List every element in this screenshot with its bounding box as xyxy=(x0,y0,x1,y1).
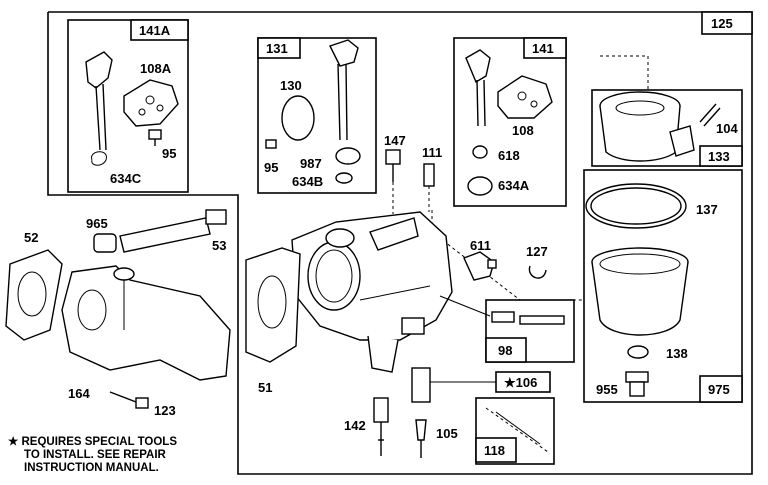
o-ring-part xyxy=(585,183,687,229)
leader-line xyxy=(600,55,649,92)
bowl-screw-part xyxy=(625,371,649,397)
footnote-line-1: ★ REQUIRES SPECIAL TOOLS xyxy=(8,435,177,448)
spring-part xyxy=(423,163,435,212)
callout-123[interactable]: 123 xyxy=(154,403,176,418)
callout-955[interactable]: 955 xyxy=(596,382,618,397)
callout-138[interactable]: 138 xyxy=(666,346,688,361)
callout-108[interactable]: 108 xyxy=(512,123,534,138)
footnote-line-3: INSTRUCTION MANUAL. xyxy=(24,462,159,474)
seal-part xyxy=(467,176,493,196)
throttle-plate-part xyxy=(497,75,553,119)
callout-box-118 xyxy=(475,437,517,463)
clip-part xyxy=(528,265,547,279)
throttle-shaft-part xyxy=(465,49,491,127)
callout-box-133 xyxy=(699,145,743,167)
screw-part xyxy=(265,139,277,149)
float-clamp-part xyxy=(599,91,695,162)
kit-box-141 xyxy=(453,37,567,207)
kit-box-118 xyxy=(475,397,555,465)
callout-141A[interactable]: 141A xyxy=(139,23,171,38)
callout-131[interactable]: 131 xyxy=(266,41,288,56)
callout-52[interactable]: 52 xyxy=(24,230,38,245)
throttle-plate-part xyxy=(123,79,179,127)
callout-95-b[interactable]: 95 xyxy=(264,160,278,175)
leader-line xyxy=(431,210,584,301)
throttle-shaft-part xyxy=(85,51,113,166)
screw-part xyxy=(148,129,162,146)
callout-98[interactable]: 98 xyxy=(498,343,512,358)
choke-plate-part xyxy=(281,95,315,141)
bushing-part xyxy=(335,172,353,184)
main-jet-part xyxy=(411,367,431,458)
callout-147[interactable]: 147 xyxy=(384,133,406,148)
callout-box-141 xyxy=(523,37,567,59)
callout-108A[interactable]: 108A xyxy=(140,61,172,76)
idle-screw-part xyxy=(385,149,401,214)
idle-jet-part xyxy=(491,311,565,325)
callout-634C[interactable]: 634C xyxy=(110,171,142,186)
callout-611[interactable]: 611 xyxy=(470,238,491,253)
callout-104[interactable]: 104 xyxy=(716,121,738,136)
nozzle-part xyxy=(373,397,389,456)
callout-box-125 xyxy=(701,11,753,35)
callout-965[interactable]: 965 xyxy=(86,216,108,231)
fitting-part xyxy=(463,251,497,281)
kit-box-131 xyxy=(257,37,377,194)
callout-618[interactable]: 618 xyxy=(498,148,520,163)
callout-164[interactable]: 164 xyxy=(68,386,90,401)
kit-box-98 xyxy=(485,299,575,363)
callout-127[interactable]: 127 xyxy=(526,244,548,259)
callout-106[interactable]: ★106 xyxy=(504,375,537,390)
manifold-gasket-part xyxy=(5,249,63,341)
callout-box-131 xyxy=(257,37,301,59)
intake-manifold-part xyxy=(61,265,231,381)
kit-box-141A xyxy=(67,19,189,193)
choke-shaft-part xyxy=(329,39,359,141)
callout-box-141A xyxy=(130,19,189,41)
kit-box-975 xyxy=(583,169,743,403)
callout-box-98 xyxy=(485,337,527,363)
kit-box-133 xyxy=(591,89,743,167)
callout-118[interactable]: 118 xyxy=(484,443,505,458)
washer-part xyxy=(627,345,649,359)
callout-53[interactable]: 53 xyxy=(212,238,226,253)
needle-part xyxy=(485,407,549,453)
callout-51[interactable]: 51 xyxy=(258,380,272,395)
callout-141[interactable]: 141 xyxy=(532,41,554,56)
spring-part xyxy=(472,145,488,159)
bolt-part xyxy=(109,391,149,409)
callout-125[interactable]: 125 xyxy=(711,16,733,31)
callout-111[interactable]: 111 xyxy=(422,145,442,160)
seal-part xyxy=(335,147,361,165)
carburetor-body-part xyxy=(291,211,491,373)
callout-975[interactable]: 975 xyxy=(708,382,730,397)
callout-130[interactable]: 130 xyxy=(280,78,302,93)
gasket-part xyxy=(245,247,301,363)
fuel-tube-part xyxy=(93,209,227,253)
callout-634B[interactable]: 634B xyxy=(292,174,323,189)
callout-105[interactable]: 105 xyxy=(436,426,458,441)
callout-95-a[interactable]: 95 xyxy=(162,146,176,161)
callout-137[interactable]: 137 xyxy=(696,202,718,217)
float-bowl-part xyxy=(591,247,689,336)
callout-634A[interactable]: 634A xyxy=(498,178,530,193)
callout-987[interactable]: 987 xyxy=(300,156,322,171)
callout-box-975 xyxy=(699,375,743,403)
footnote-line-2: TO INSTALL. SEE REPAIR xyxy=(24,449,167,461)
callout-142[interactable]: 142 xyxy=(344,418,366,433)
pin-part xyxy=(699,103,721,127)
callout-133[interactable]: 133 xyxy=(708,149,730,164)
